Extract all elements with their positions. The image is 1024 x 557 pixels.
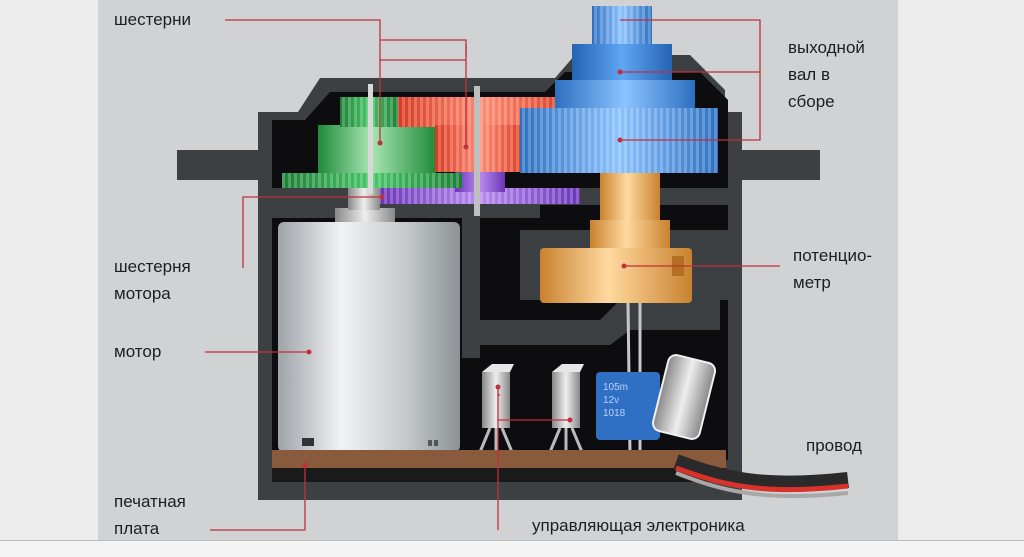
leader-dots: [302, 69, 627, 468]
left-margin: [0, 0, 98, 556]
capacitor-marking-line: 105m: [603, 382, 628, 393]
transistor-1: [478, 364, 514, 453]
leader-gears: [225, 19, 381, 143]
label-gears: шестерни: [114, 10, 191, 29]
pot-collar: [590, 220, 670, 250]
leader-motor-gear: [242, 196, 382, 268]
label-motor: мотор: [114, 342, 162, 361]
motor-pinion: [348, 188, 380, 210]
label-potentiometer: потенцио- метр: [793, 246, 873, 292]
label-pcb: печатная плата: [114, 492, 186, 538]
capacitor-marking-line: 1018: [603, 408, 626, 419]
motor-body: [278, 222, 460, 452]
servo-wire-red: [675, 465, 849, 493]
pot-body: [540, 248, 692, 303]
servo-wire-grey: [675, 471, 849, 499]
capacitor-marking: 105m 12v 1018: [603, 382, 628, 419]
green-gear-body: [318, 125, 436, 173]
output-spline-teeth: [592, 6, 652, 46]
output-shaft-body: [555, 80, 695, 110]
servo-wire: [673, 454, 849, 492]
leader-lines: [205, 19, 780, 531]
motor-terminal-2: [428, 440, 432, 446]
capacitor: 105m 12v 1018: [596, 372, 660, 440]
label-output-shaft: выходной вал в сборе: [788, 38, 865, 111]
gear-axle: [474, 86, 480, 216]
right-margin: [898, 0, 1024, 556]
output-shaft-collar: [572, 44, 672, 82]
leader-gears-2: [380, 39, 467, 147]
crystal-component: [651, 354, 717, 440]
pot-shaft: [600, 173, 660, 223]
capacitor-marking-line: 12v: [603, 395, 619, 406]
label-motor-gear: шестерня мотора: [114, 257, 191, 303]
green-axle: [368, 84, 373, 194]
pcb-board: [272, 450, 726, 468]
leader-pcb: [210, 465, 306, 531]
bottom-strip: [0, 540, 1024, 557]
label-wire: провод: [806, 436, 862, 455]
motor-terminal-3: [434, 440, 438, 446]
pcb-underside: [272, 468, 726, 482]
label-control-electronics: управляющая электроника: [532, 516, 745, 535]
transistor-2: [548, 364, 584, 453]
partition-step: [462, 300, 720, 345]
leader-output-1: [620, 19, 761, 141]
motor-terminal: [302, 438, 314, 446]
